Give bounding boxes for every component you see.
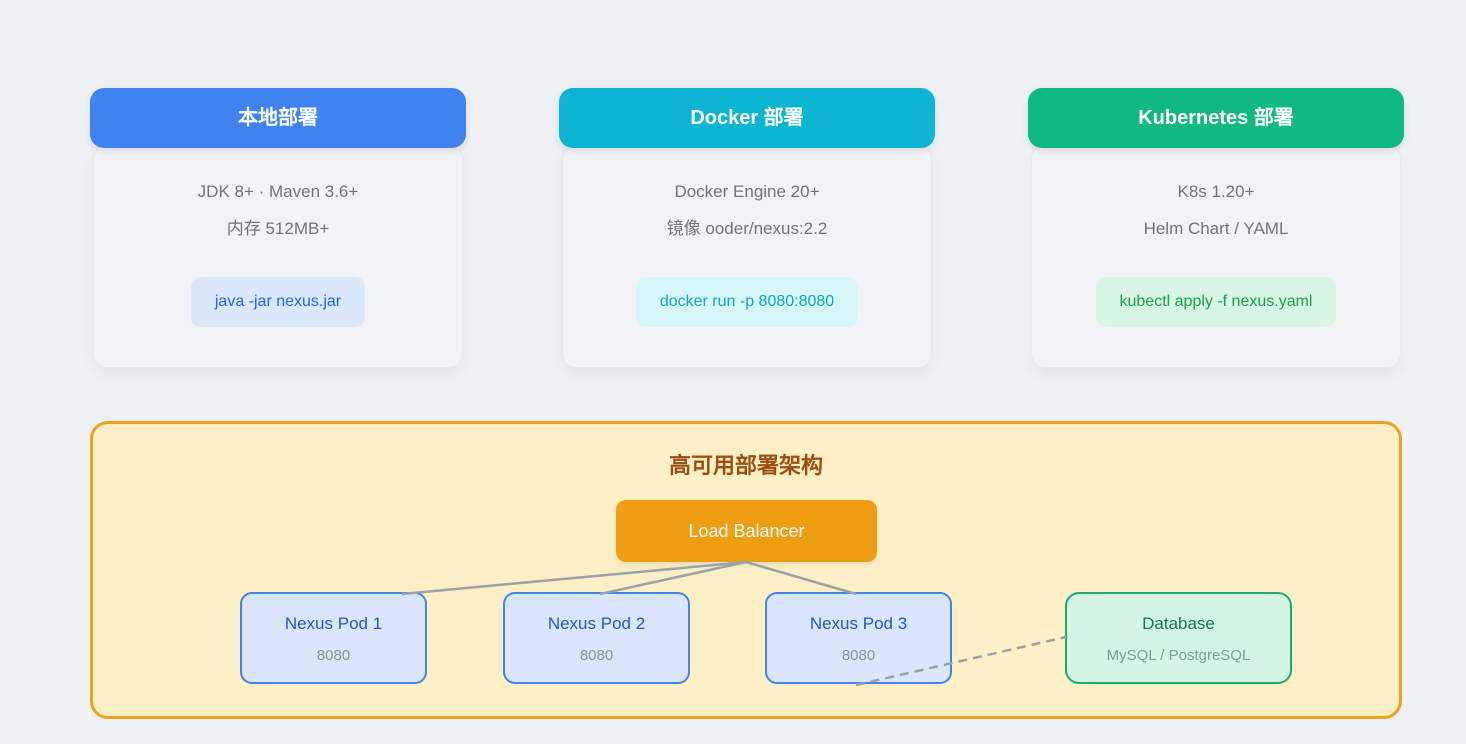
pod-port: 8080 xyxy=(579,647,614,664)
ha-architecture-panel: 高可用部署架构 Load Balancer Nexus Pod 1 8080 N… xyxy=(90,421,1402,719)
nexus-pod-2-node: Nexus Pod 2 8080 xyxy=(503,592,690,684)
card-header-docker: Docker 部署 xyxy=(559,88,935,148)
pod-label: Nexus Pod 3 xyxy=(809,614,908,633)
nexus-pod-3-node: Nexus Pod 3 8080 xyxy=(765,592,952,684)
command-snippet-local: java -jar nexus.jar xyxy=(190,277,366,327)
card-requirement-text: 内存 512MB+ xyxy=(226,219,330,238)
database-node: Database MySQL / PostgreSQL xyxy=(1065,592,1292,684)
database-subtitle: MySQL / PostgreSQL xyxy=(1106,647,1251,664)
architecture-title: 高可用部署架构 xyxy=(668,453,823,478)
command-snippet-kubernetes: kubectl apply -f nexus.yaml xyxy=(1095,277,1337,327)
card-requirement-text: Docker Engine 20+ xyxy=(674,182,820,201)
lb-to-pod3-connector xyxy=(745,560,857,596)
lb-to-pod2-connector xyxy=(599,560,747,596)
card-body-docker: Docker Engine 20+ 镜像 ooder/nexus:2.2 doc… xyxy=(562,145,932,368)
card-header-kubernetes: Kubernetes 部署 xyxy=(1028,88,1404,148)
card-requirement-text: Helm Chart / YAML xyxy=(1143,219,1289,238)
database-label: Database xyxy=(1142,614,1215,633)
command-snippet-docker: docker run -p 8080:8080 xyxy=(635,277,859,327)
load-balancer-node: Load Balancer xyxy=(616,500,877,562)
pod-label: Nexus Pod 1 xyxy=(284,614,383,633)
nexus-pod-1-node: Nexus Pod 1 8080 xyxy=(240,592,427,684)
card-body-kubernetes: K8s 1.20+ Helm Chart / YAML kubectl appl… xyxy=(1031,145,1401,368)
pod-port: 8080 xyxy=(316,647,351,664)
card-requirement-text: K8s 1.20+ xyxy=(1177,182,1255,201)
card-header-local: 本地部署 xyxy=(90,88,466,148)
card-body-local: JDK 8+ · Maven 3.6+ 内存 512MB+ java -jar … xyxy=(93,145,463,368)
lb-to-pod1-connector xyxy=(401,560,747,596)
card-requirement-text: 镜像 ooder/nexus:2.2 xyxy=(666,219,828,238)
pod-port: 8080 xyxy=(841,647,876,664)
pod-label: Nexus Pod 2 xyxy=(547,614,646,633)
card-requirement-text: JDK 8+ · Maven 3.6+ xyxy=(197,182,359,201)
